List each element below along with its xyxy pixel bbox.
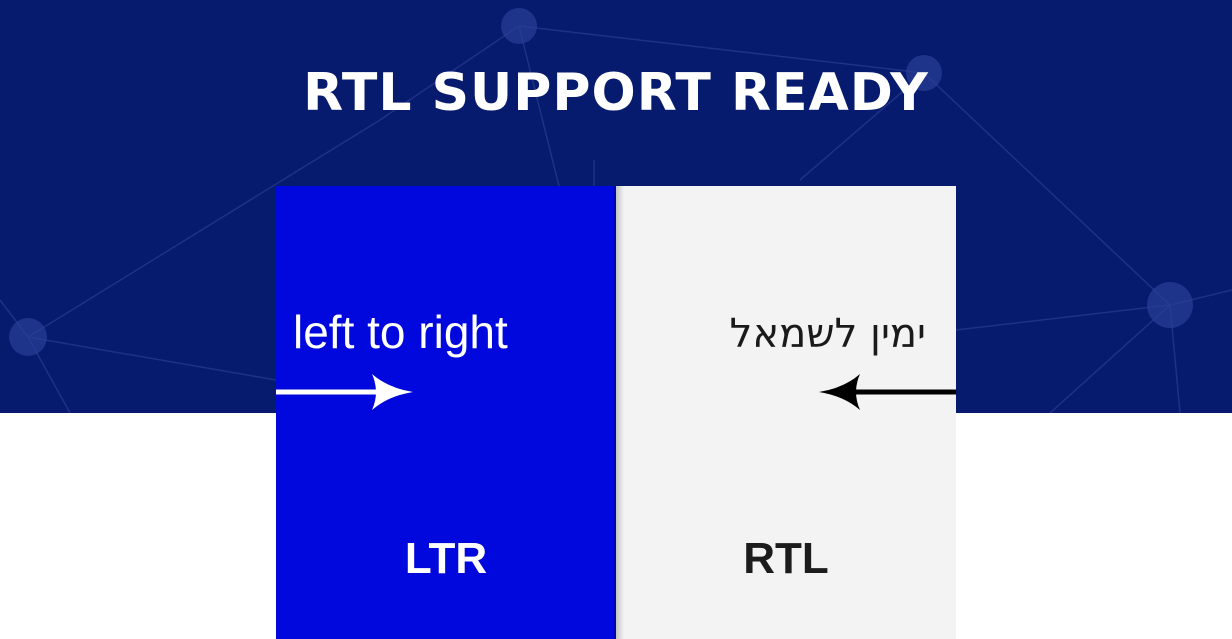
page-title: RTL SUPPORT READY <box>303 63 929 123</box>
rtl-panel <box>616 186 956 639</box>
arrow-right-icon <box>276 374 413 410</box>
ltr-label: LTR <box>404 534 488 583</box>
rtl-phrase: ימין לשמאל <box>729 311 926 357</box>
ltr-panel <box>276 186 616 639</box>
ltr-phrase: left to right <box>293 306 508 358</box>
panel-divider <box>614 186 624 639</box>
rtl-label: RTL <box>743 534 829 583</box>
ltr-rtl-comparison-image: left to right ימין לשמאל LTR RTL <box>276 186 956 639</box>
network-pattern-background <box>0 8 1232 413</box>
arrow-left-icon <box>819 374 956 410</box>
